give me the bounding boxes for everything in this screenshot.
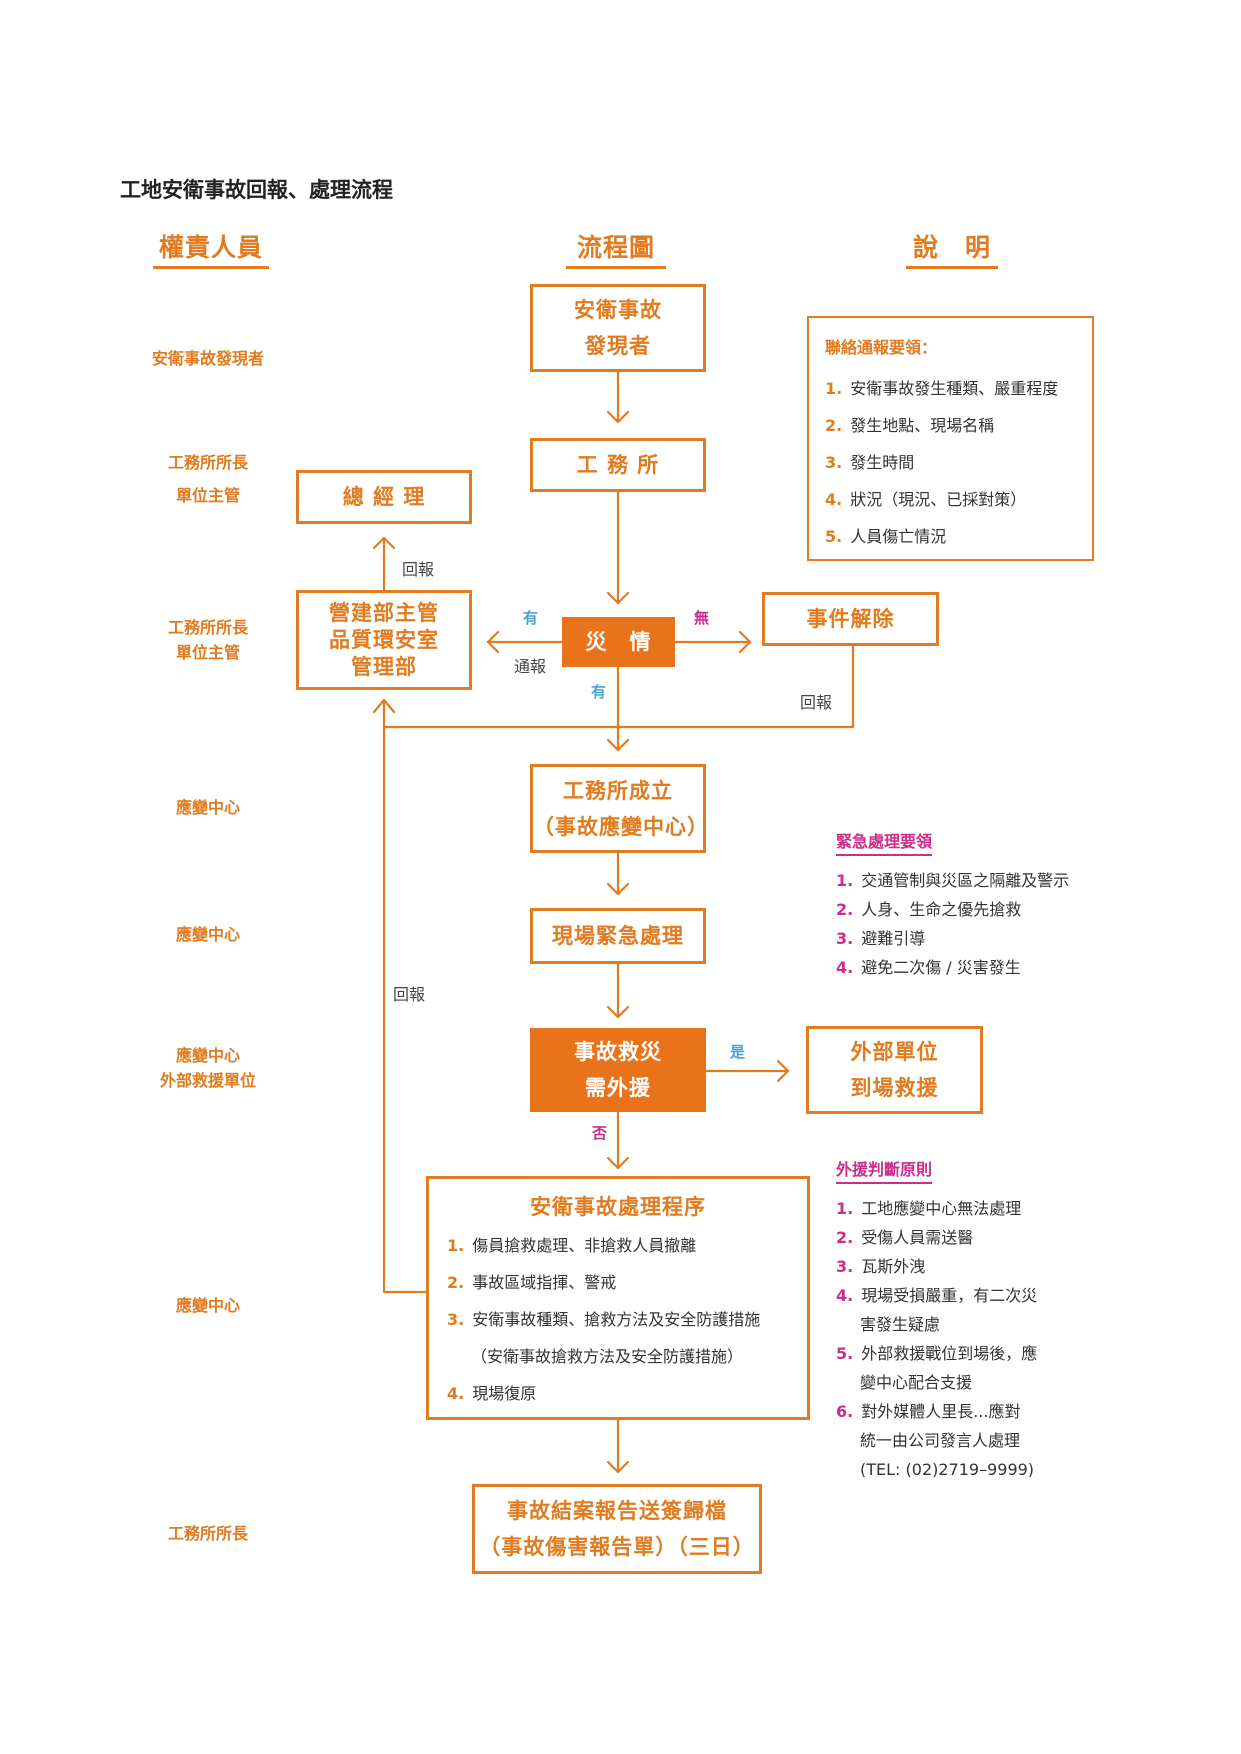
list-item: 變中心配合支援 [860,1373,973,1392]
contact-notes-title: 聯絡通報要領： [825,338,938,357]
list-item: 1.安衛事故發生種類、嚴重程度 [825,379,1059,398]
list-item: （安衛事故搶救方法及安全防護措施） [471,1347,744,1366]
external-rules: 外援判斷原則 1.工地應變中心無法處理 2.受傷人員需送醫 3.瓦斯外洩 4.現… [836,1156,1126,1484]
role-line: 外部救援單位 [159,1071,256,1090]
contact-notes-list: 1.安衛事故發生種類、嚴重程度 2.發生地點、現場名稱 3.發生時間 4.狀況（… [825,370,1076,555]
node-text: 事故結案報告送簽歸檔 [507,1499,727,1523]
edge-label-has-down: 有 [591,683,607,701]
node-gm: 總 經 理 [296,470,472,524]
node-text: 到場救援 [850,1076,939,1100]
node-text: 營建部主管 [329,600,439,625]
node-disaster: 災 情 [562,617,675,667]
list-item: 統一由公司發言人處理 [860,1431,1021,1450]
node-text: 工務所成立 [563,778,673,803]
list-item: (TEL: (02)2719–9999) [860,1460,1035,1479]
role-line: 工務所所長 [167,618,248,637]
role-center-2: 應變中心 [175,925,240,944]
edge-label-report-up: 回報 [402,560,435,579]
edge-label-report-left: 回報 [393,985,426,1004]
edge-label-yes: 是 [730,1043,746,1061]
header-flow: 流程圖 [566,228,666,269]
role-line: 工務所所長 [167,453,248,472]
page-title: 工地安衛事故回報、處理流程 [120,178,393,202]
role-office-1: 工務所所長 單位主管 [108,450,308,508]
node-final: 事故結案報告送簽歸檔 （事故傷害報告單）（三日） [472,1484,762,1574]
procedure-list: 1.傷員搶救處理、非搶救人員撤離 2.事故區域指揮、警戒 3.安衛事故種類、搶救… [447,1227,789,1412]
node-dept: 營建部主管 品質環安室 管理部 [296,590,472,690]
role-discoverer: 安衛事故發現者 [151,349,264,368]
list-item: 1.交通管制與災區之隔離及警示 [836,871,1070,890]
emergency-notes: 緊急處理要領 1.交通管制與災區之隔離及警示 2.人身、生命之優先搶救 3.避難… [836,828,1136,982]
list-item: 2.受傷人員需送醫 [836,1228,974,1247]
node-procedure: 安衛事故處理程序 1.傷員搶救處理、非搶救人員撤離 2.事故區域指揮、警戒 3.… [426,1176,810,1420]
role-office-final: 工務所所長 [167,1524,248,1543]
role-line: 應變中心 [175,1046,240,1065]
node-text: 管理部 [351,654,417,679]
node-text: 安衛事故 [574,298,662,322]
node-text: （事故傷害報告單）（三日） [479,1535,755,1559]
external-rules-list: 1.工地應變中心無法處理 2.受傷人員需送醫 3.瓦斯外洩 4.現場受損嚴重，有… [836,1194,1126,1484]
list-item: 3.發生時間 [825,453,915,472]
list-item: 1.工地應變中心無法處理 [836,1199,1022,1218]
node-text: （事故應變中心） [533,814,709,839]
role-center-external: 應變中心 外部救援單位 [108,1043,308,1093]
node-external: 外部單位 到場救援 [806,1026,983,1114]
edge-resolved-report [616,644,855,729]
list-item: 害發生疑慮 [860,1315,941,1334]
node-resolved: 事件解除 [762,592,939,646]
list-item: 2.人身、生命之優先搶救 [836,900,1022,919]
list-item: 6.對外媒體人里長...應對 [836,1402,1021,1421]
list-item: 3.安衛事故種類、搶救方法及安全防護措施 [447,1310,761,1329]
node-response-center: 工務所成立 （事故應變中心） [530,764,709,853]
list-item: 4.狀況（現況、已採對策） [825,490,1027,509]
list-item: 3.瓦斯外洩 [836,1257,926,1276]
list-item: 5.人員傷亡情況 [825,527,947,546]
role-line: 單位主管 [175,486,240,505]
edge-label-has-left: 有 [523,609,539,627]
role-center-1: 應變中心 [175,798,240,817]
node-text: 品質環安室 [329,627,439,652]
emergency-notes-list: 1.交通管制與災區之隔離及警示 2.人身、生命之優先搶救 3.避難引導 4.避免… [836,866,1136,982]
node-text: 外部單位 [850,1040,939,1064]
list-item: 1.傷員搶救處理、非搶救人員撤離 [447,1236,697,1255]
contact-notes-box: 聯絡通報要領： 1.安衛事故發生種類、嚴重程度 2.發生地點、現場名稱 3.發生… [807,316,1094,561]
node-need-external: 事故救災 需外援 [530,1028,706,1112]
header-notes: 說 明 [906,228,998,269]
node-text: 事故救災 [574,1040,662,1064]
external-rules-title: 外援判斷原則 [836,1156,933,1184]
edge-label-none: 無 [694,609,710,627]
node-text: 需外援 [585,1076,651,1100]
edge-label-no: 否 [592,1124,608,1142]
node-discoverer: 安衛事故 發現者 [530,284,706,372]
node-text: 發現者 [585,334,651,358]
list-item: 4.避免二次傷 / 災害發生 [836,958,1021,977]
edge-procedure-report [382,698,428,1294]
node-site-office: 工 務 所 [530,438,706,492]
header-roles: 權責人員 [153,228,269,269]
role-office-2: 工務所所長 單位主管 [108,615,308,665]
emergency-notes-title: 緊急處理要領 [836,828,933,856]
list-item: 5.外部救援戰位到場後，應 [836,1344,1038,1363]
role-center-3: 應變中心 [175,1296,240,1315]
edge-label-notify: 通報 [514,657,547,676]
edge-label-report-right: 回報 [800,693,833,712]
list-item: 2.發生地點、現場名稱 [825,416,995,435]
list-item: 2.事故區域指揮、警戒 [447,1273,617,1292]
role-line: 單位主管 [175,643,240,662]
node-emergency: 現場緊急處理 [530,908,706,964]
list-item: 3.避難引導 [836,929,926,948]
procedure-title: 安衛事故處理程序 [530,1195,706,1219]
list-item: 4.現場受損嚴重，有二次災 [836,1286,1038,1305]
list-item: 4.現場復原 [447,1384,537,1403]
